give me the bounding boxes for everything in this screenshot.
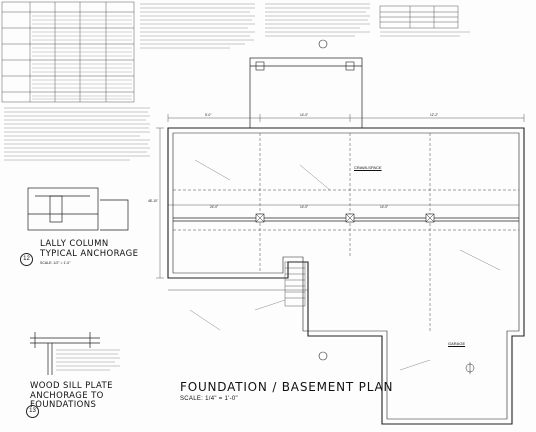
dim-top-right: 12'-2": [430, 113, 439, 117]
detail-12-title-line2: TYPICAL ANCHORAGE: [40, 248, 139, 259]
detail-13-title-line1: WOOD SILL PLATE: [30, 381, 113, 391]
detail-13-title-line2: ANCHORAGE TO: [30, 390, 104, 401]
schedule-table: [1, 1, 135, 103]
detail-13-title-line3: FOUNDATIONS: [30, 400, 97, 410]
dim-mid-left: 24'-0": [210, 205, 219, 209]
room-crawlspace: CRAWLSPACE: [354, 165, 382, 170]
detail-12-title-line1: LALLY COLUMN: [40, 239, 109, 249]
detail-12-scale: SCALE: 1/2" = 1'-0": [40, 261, 71, 265]
foundation-wall: [167, 127, 525, 425]
detail-13-title: WOOD SILL PLATE ANCHORAGE TO FOUNDATIONS: [30, 381, 113, 411]
plan-title: FOUNDATION / BASEMENT PLAN: [180, 380, 394, 394]
detail-12-number: 12: [20, 253, 33, 266]
dim-mid-center: 14'-0": [300, 205, 309, 209]
dim-side: 48'-10": [148, 199, 158, 203]
detail-13-number: 13: [26, 405, 39, 418]
room-garage: GARAGE: [448, 341, 466, 346]
detail-12-title: LALLY COLUMN TYPICAL ANCHORAGE: [40, 239, 139, 259]
dim-top-mid: 14'-0": [300, 113, 309, 117]
dim-top-left: 5'-0": [205, 113, 212, 117]
plan-scale: SCALE: 1/4" = 1'-0": [180, 396, 238, 402]
dim-mid-right: 14'-0": [380, 205, 389, 209]
